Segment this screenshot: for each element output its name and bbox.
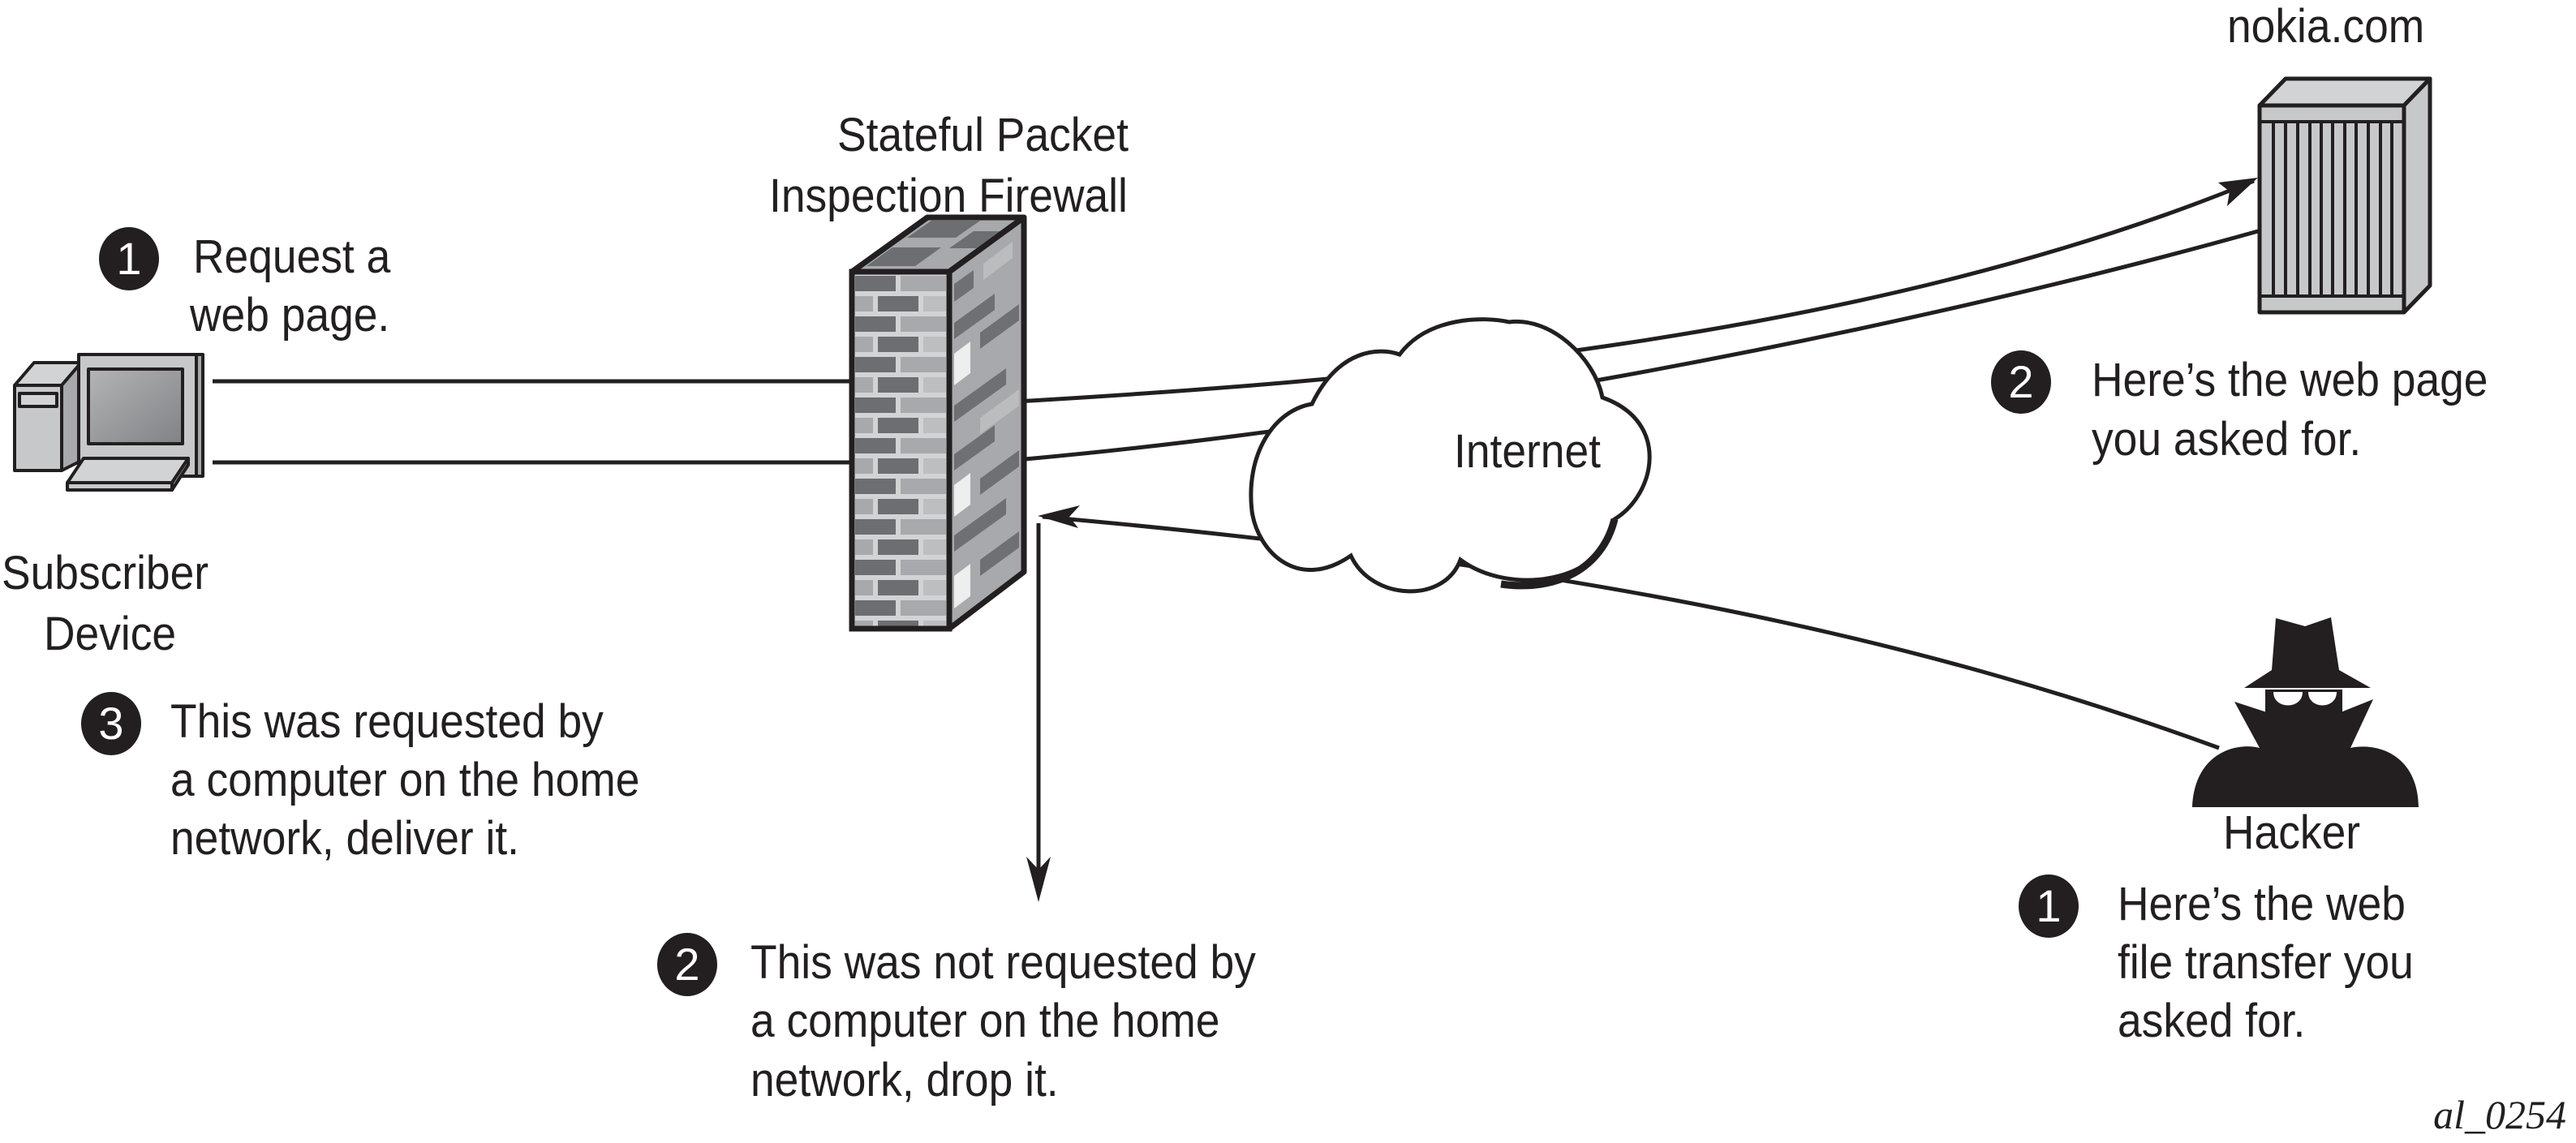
step-text-line: Request a <box>193 230 391 283</box>
subscriber-label-line1: Subscriber <box>2 547 209 599</box>
step-text-line: Here’s the web <box>2118 878 2406 930</box>
step-text-line: This was not requested by <box>750 936 1256 989</box>
firewall-side-bricks <box>954 242 1019 608</box>
step-badge: 2 <box>657 933 717 996</box>
figure-id: al_0254 <box>2433 1092 2566 1137</box>
step-text-line: network, deliver it. <box>170 812 520 865</box>
subscriber-label-line2: Device <box>44 608 177 660</box>
server-rack-icon <box>2257 76 2432 315</box>
brick-firewall-icon <box>849 214 1027 632</box>
request-arrowhead <box>2218 178 2258 206</box>
firewall-label-line1: Stateful Packet <box>837 109 1129 161</box>
step-text-line: a computer on the home <box>750 995 1220 1047</box>
request-arrow <box>987 178 2255 406</box>
step-badge: 1 <box>2019 874 2079 938</box>
step-text-line: This was requested by <box>170 695 604 748</box>
server-slots <box>2272 122 2393 296</box>
step-text-line: you asked for. <box>2092 413 2362 466</box>
desktop-computer-icon <box>13 353 204 492</box>
drop-arrowhead <box>1026 857 1051 902</box>
firewall-label-line2: Inspection Firewall <box>769 170 1128 222</box>
step-text-line: Here’s the web page <box>2092 354 2488 406</box>
step-badge: 1 <box>99 227 159 290</box>
step-text-line: file transfer you <box>2118 936 2414 989</box>
hacker-arrowhead <box>1038 505 1080 528</box>
server-label: nokia.com <box>2227 0 2425 53</box>
hacker-silhouette-icon <box>2192 617 2419 807</box>
hacker-label: Hacker <box>2223 806 2361 859</box>
step-text-line: a computer on the home <box>170 754 640 806</box>
step-text-line: network, drop it. <box>750 1054 1059 1106</box>
step-text-line: web page. <box>190 289 390 342</box>
step-text-line: asked for. <box>2118 995 2306 1047</box>
reply-line <box>987 229 2259 465</box>
step-badge: 2 <box>1991 350 2051 414</box>
cloud-icon <box>1249 317 1652 594</box>
hacker-arrow <box>1042 514 2220 750</box>
internet-label: Internet <box>1454 425 1601 478</box>
step-badge: 3 <box>81 692 141 755</box>
